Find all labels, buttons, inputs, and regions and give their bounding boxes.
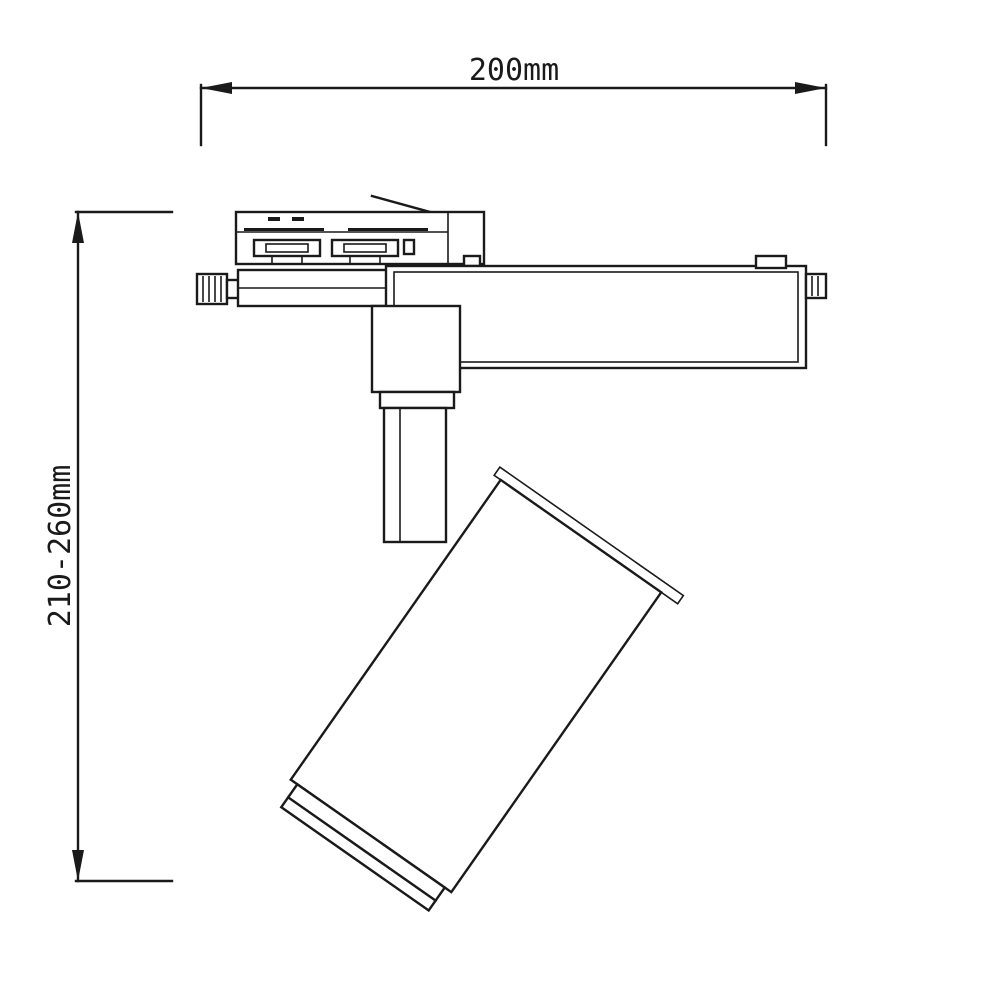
adapter-small-tab (402, 238, 416, 256)
height-dimension: 210-260mm (43, 210, 174, 883)
track-adapter (234, 194, 486, 268)
driver-box-tab (754, 254, 788, 270)
left-connector-cap (195, 272, 229, 306)
height-dimension-label: 210-260mm (43, 465, 78, 628)
left-connector (195, 272, 241, 306)
contact-block-left (252, 238, 322, 258)
neck-stem (382, 406, 448, 544)
width-arrow-left (201, 82, 232, 94)
adapter-mark-4 (348, 228, 428, 231)
height-arrow-top (72, 212, 84, 243)
contact-pin-center (343, 243, 387, 253)
mounting-arm (236, 268, 396, 308)
neck-collar (378, 390, 456, 410)
adapter-mark-3 (244, 228, 324, 231)
spotlight-neck (370, 304, 462, 544)
width-dimension-label: 200mm (469, 53, 559, 88)
adapter-mark-1 (268, 217, 280, 221)
width-dimension: 200mm (199, 53, 828, 147)
spotlight-head (279, 465, 685, 913)
height-arrow-bottom (72, 850, 84, 881)
adapter-clip (462, 254, 482, 268)
adapter-lever (370, 194, 432, 214)
neck-upper (370, 304, 462, 394)
contact-block-center (330, 238, 400, 258)
width-arrow-right (795, 82, 826, 94)
right-connector-cap (804, 272, 828, 300)
head-front-lens (279, 795, 438, 913)
contact-pin-left (265, 243, 309, 253)
adapter-mark-2 (292, 217, 304, 221)
